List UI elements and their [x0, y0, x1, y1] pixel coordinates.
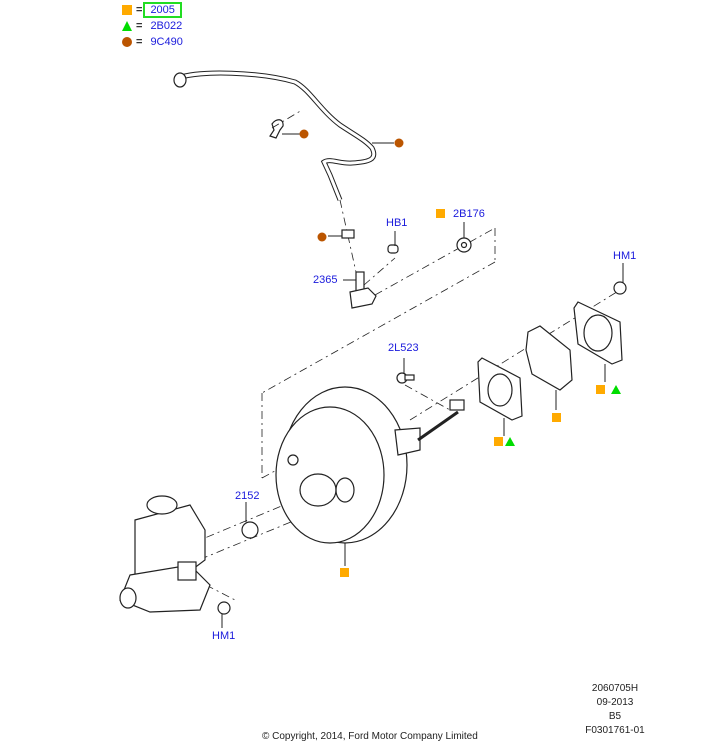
callout-hm1-bottom[interactable]: HM1 [212, 630, 236, 642]
copyright: © Copyright, 2014, Ford Motor Company Li… [262, 731, 478, 742]
nut-hm1-top[interactable] [613, 281, 627, 295]
square-marker[interactable] [494, 437, 503, 446]
gasket-plate-left[interactable] [477, 357, 523, 421]
legend-equals: = [136, 20, 143, 32]
square-marker[interactable] [596, 385, 605, 394]
hose-clip[interactable] [269, 119, 284, 139]
o-ring-2152[interactable] [241, 521, 259, 539]
square-icon [122, 5, 132, 15]
hose-connector[interactable] [341, 229, 355, 239]
drawing-info: 2060705H 09-2013 B5 F0301761-01 [560, 682, 670, 738]
nut-hm1-bottom[interactable] [217, 601, 231, 615]
master-cylinder[interactable] [119, 495, 211, 613]
drawing-code: B5 [608, 711, 622, 722]
legend-value-2005[interactable]: 2005 [143, 2, 182, 18]
callout-hb1[interactable]: HB1 [386, 217, 408, 229]
circle-marker[interactable] [394, 138, 404, 148]
legend-value-9c490[interactable]: 9C490 [150, 36, 183, 48]
legend-equals: = [136, 4, 143, 16]
drawing-date: 09-2013 [596, 697, 634, 708]
callout-2l523[interactable]: 2L523 [388, 342, 419, 354]
legend-row-9c490[interactable]: = 9C490 [122, 34, 183, 50]
callout-2b176[interactable]: 2B176 [453, 208, 485, 220]
brake-booster[interactable] [275, 386, 465, 544]
figure-id: F0301761-01 [585, 725, 645, 736]
gasket-plate-right[interactable] [573, 301, 623, 365]
circle-icon [122, 37, 132, 47]
square-marker[interactable] [436, 209, 445, 218]
triangle-marker[interactable] [505, 437, 515, 446]
callout-2365[interactable]: 2365 [313, 274, 338, 286]
legend-row-2b022[interactable]: = 2B022 [122, 18, 183, 34]
triangle-icon [122, 21, 132, 31]
spacer-block[interactable] [525, 325, 573, 391]
pin-2l523[interactable] [396, 372, 415, 384]
check-valve-2365[interactable] [349, 271, 377, 309]
callout-2152[interactable]: 2152 [235, 490, 260, 502]
circle-marker[interactable] [299, 129, 309, 139]
triangle-marker[interactable] [611, 385, 621, 394]
vacuum-hose[interactable] [173, 70, 377, 201]
drawing-number: 2060705H [591, 683, 639, 694]
legend: = 2005 = 2B022 = 9C490 [122, 2, 183, 50]
circle-marker[interactable] [317, 232, 327, 242]
legend-row-2005[interactable]: = 2005 [122, 2, 183, 18]
callout-hm1-top[interactable]: HM1 [613, 250, 637, 262]
legend-value-2b022[interactable]: 2B022 [150, 20, 183, 32]
grommet-2b176[interactable] [456, 237, 472, 253]
grommet-hb1[interactable] [387, 244, 399, 254]
square-marker[interactable] [552, 413, 561, 422]
square-marker[interactable] [340, 568, 349, 577]
legend-equals: = [136, 36, 143, 48]
